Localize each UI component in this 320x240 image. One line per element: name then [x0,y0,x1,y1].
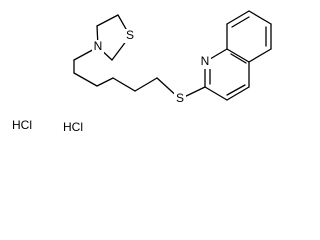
bond-c8a-c4a-double [230,53,247,64]
atom-label-quinoline-nitrogen-group: N [199,54,211,69]
bond-c8-c7-double [231,16,250,28]
counterion-hcl-1: HCl [12,118,32,132]
bond-c4-c3-double [226,84,246,96]
atom-label-nitrogen-group: N [92,39,104,54]
bond-c8a-c4a [226,48,250,63]
quinoline-pyridine-ring [204,48,250,101]
quinoline-benzene-ring [226,10,272,64]
hexyl-chain [73,46,181,100]
atom-label-thiazolidine-sulfur: S [126,28,134,42]
atom-label-thiazolidine-sulfur-group: S [124,28,136,43]
bond-chain-3 [96,77,114,87]
atom-label-thioether-sulfur-group: S [174,91,186,106]
molecule-structure: N S S N [73,10,272,106]
atom-label-thioether-sulfur: S [176,91,184,105]
counterion-hcl-2: HCl [63,120,83,134]
bond-chain-2 [73,72,98,87]
bond-c4-c3 [226,86,250,101]
bond-c3-c2 [204,86,228,101]
atom-label-nitrogen: N [94,39,103,53]
bond-c5-c4a [248,48,272,63]
bond-c7-c6 [248,10,272,25]
bond-chain-5 [134,77,158,92]
bond-c8-c7 [226,10,250,25]
atom-label-quinoline-nitrogen: N [201,54,210,68]
bond-c5-c4 [96,14,119,27]
bond-chain-4 [112,77,136,92]
